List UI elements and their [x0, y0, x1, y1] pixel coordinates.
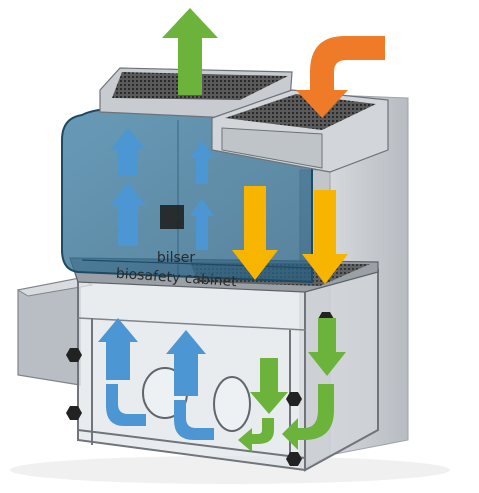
supply-intake-arrow	[296, 36, 385, 118]
downflow-arrow-right	[302, 190, 348, 284]
brand-logo: D	[160, 205, 184, 229]
brand-name: bilser	[157, 250, 196, 266]
return-arrows	[238, 318, 346, 452]
downflow-arrow-left	[232, 186, 278, 280]
inflow-arrows-lower	[98, 318, 214, 440]
supply-filter	[211, 89, 389, 173]
glove-port-right	[213, 376, 251, 432]
inflow-arrows-hood	[110, 128, 214, 250]
brand-logo-letter: D	[165, 208, 180, 229]
exhaust-up-arrow	[162, 8, 218, 95]
floor-shadow	[10, 456, 450, 484]
